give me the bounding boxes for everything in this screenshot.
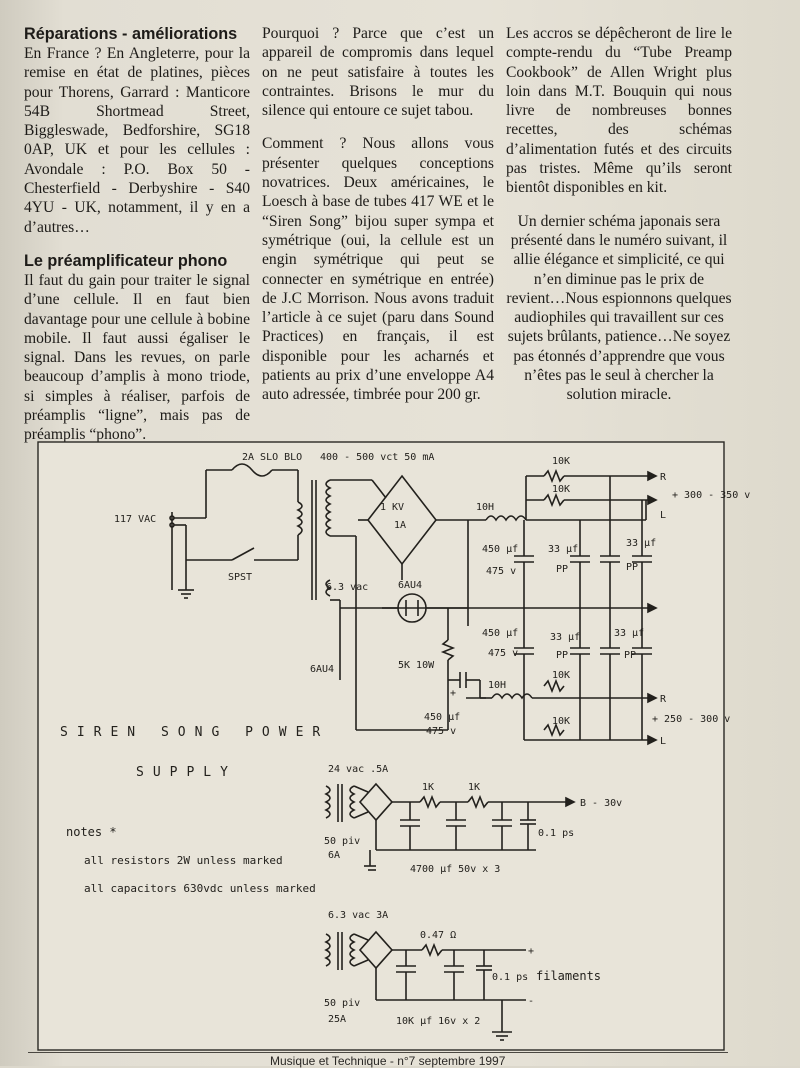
- mains-label: 117 VAC: [114, 514, 156, 525]
- paragraph-pourquoi: Pourquoi ? Parce que c’est un appareil d…: [262, 25, 494, 120]
- cap-pp-3: PP: [556, 650, 568, 661]
- fuse-label: 2A SLO BLO: [242, 452, 302, 463]
- schematic-notes: notes * all resistors 2W unless marked a…: [66, 825, 316, 895]
- hv-secondary-label: 400 - 500 vct 50 mA: [320, 452, 434, 463]
- choke-top-label: 10H: [476, 502, 494, 513]
- paragraph-comment: Comment ? Nous allons vous présenter que…: [262, 135, 494, 404]
- cap-33-4: 33 µf: [614, 628, 644, 639]
- cap-33-2: 33 µf: [626, 538, 656, 549]
- hv-filter-caps-lower: 450 µf 475 v 33 µf PP 33 µf PP: [482, 608, 652, 740]
- paragraph-dernier-schema: Un dernier schéma japonais sera présenté…: [506, 212, 732, 404]
- filament-resistor: 0.47 Ω: [420, 930, 456, 941]
- hv-bridge-rectifier: 1 KV 1A: [358, 474, 468, 580]
- filament-supply: + - 6.3 vac 3A 0.47 Ω 0.1 ps filaments 5…: [324, 910, 601, 1041]
- schematic-title-line2: SUPPLY: [136, 765, 237, 780]
- paragraph-preamp-phono: Il faut du gain pour traiter le signal d…: [24, 271, 250, 444]
- res-5k: 5K 10W: [398, 660, 435, 671]
- filament-bridge-amp: 25A: [328, 1014, 346, 1025]
- out-v1: + 300 - 350 v: [672, 490, 750, 501]
- note-capacitors: all capacitors 630vdc unless marked: [84, 882, 316, 895]
- cap-450-2v: 475 v: [488, 648, 518, 659]
- cap-33-3: 33 µf: [550, 632, 580, 643]
- cap-450-1: 450 µf: [482, 544, 518, 555]
- bias-r2: 1K: [468, 782, 480, 793]
- filament-label: filaments: [536, 969, 601, 983]
- heater-tap-label: 6.3 vac: [326, 582, 368, 593]
- footer-rule: [28, 1052, 728, 1053]
- heater-tube-label: 6AU4: [310, 664, 334, 675]
- cap-450-3v: 475 v: [426, 726, 456, 737]
- choke-bottom-label: 10H: [488, 680, 506, 691]
- res-10k-4: 10K: [552, 716, 570, 727]
- schematic-frame: [37, 441, 725, 1051]
- column-1: Réparations - améliorations En France ? …: [24, 24, 250, 459]
- res-10k-2: 10K: [552, 484, 570, 495]
- schematic-title-line1: SIREN SONG POWER: [60, 725, 329, 740]
- note-resistors: all resistors 2W unless marked: [84, 854, 283, 867]
- cap-450-1v: 475 v: [486, 566, 516, 577]
- out-r2: R: [660, 694, 667, 705]
- cap-pp-4: PP: [624, 650, 636, 661]
- filament-caps-label: 10K µf 16v x 2: [396, 1016, 480, 1027]
- hv-filter-caps-upper: 450 µf 475 v 33 µf PP 33 µf PP: [482, 476, 656, 608]
- paragraph-accros: Les accros se dépêcheront de lire le com…: [506, 25, 732, 197]
- bias-bridge-label: 50 piv: [324, 836, 360, 847]
- cap-pp-2: PP: [626, 562, 638, 573]
- bridge-rating-label: 1 KV: [380, 502, 404, 513]
- cap-450-2: 450 µf: [482, 628, 518, 639]
- column-3: Les accros se dépêcheront de lire le com…: [506, 24, 732, 419]
- notes-title: notes *: [66, 825, 117, 839]
- filament-bridge: 50 piv: [324, 998, 360, 1009]
- paragraph-reparations: En France ? En Angleterre, pour la remis…: [24, 45, 250, 236]
- heading-preamp-phono: Le préamplificateur phono: [24, 251, 228, 270]
- hv-top-rail: 10H 10K 10K R + 300 - 350 v L: [467, 456, 750, 626]
- out-l1: L: [660, 510, 666, 521]
- bias-output: B - 30v: [580, 798, 622, 809]
- filament-secondary-label: 6.3 vac 3A: [328, 910, 388, 921]
- out-r1: R: [660, 472, 667, 483]
- bias-bridge-amp: 6A: [328, 850, 340, 861]
- column-2: Pourquoi ? Parce que c’est un appareil d…: [262, 24, 494, 419]
- svg-text:+: +: [450, 688, 456, 699]
- out-l2: L: [660, 736, 666, 747]
- cap-450-3: 450 µf: [424, 712, 460, 723]
- middle-rail: 6AU4 5K 10W: [340, 580, 658, 680]
- bias-r1: 1K: [422, 782, 434, 793]
- switch-label: SPST: [228, 572, 252, 583]
- cap-pp-1: PP: [556, 564, 568, 575]
- bias-caps-label: 4700 µf 50v x 3: [410, 864, 500, 875]
- bridge-amp-label: 1A: [394, 520, 406, 531]
- primary-circuit: 2A SLO BLO 117 VAC SPST 400 - 500 vct 50…: [114, 452, 434, 730]
- bias-supply: 24 vac .5A 1K 1K B - 30v 50 piv 6A 4700 …: [324, 764, 622, 875]
- hv-lower-rail: + 10H 10K 10K R + 250 - 300 v L 450 µf 4…: [356, 670, 730, 747]
- siren-song-power-supply-schematic: 2A SLO BLO 117 VAC SPST 400 - 500 vct 50…: [37, 441, 750, 1051]
- bias-cap-small: 0.1 ps: [538, 828, 574, 839]
- out-v2: + 250 - 300 v: [652, 714, 730, 725]
- bias-secondary-label: 24 vac .5A: [328, 764, 388, 775]
- svg-text:+: +: [528, 946, 534, 957]
- svg-text:-: -: [528, 996, 534, 1007]
- filament-cap-small: 0.1 ps: [492, 972, 528, 983]
- res-10k-3: 10K: [552, 670, 570, 681]
- cap-33-1: 33 µf: [548, 544, 578, 555]
- page-footer: Musique et Technique - n°7 septembre 199…: [270, 1054, 506, 1068]
- rectifier-tube-label: 6AU4: [398, 580, 422, 591]
- res-10k-1: 10K: [552, 456, 570, 467]
- heading-reparations: Réparations - améliorations: [24, 25, 238, 43]
